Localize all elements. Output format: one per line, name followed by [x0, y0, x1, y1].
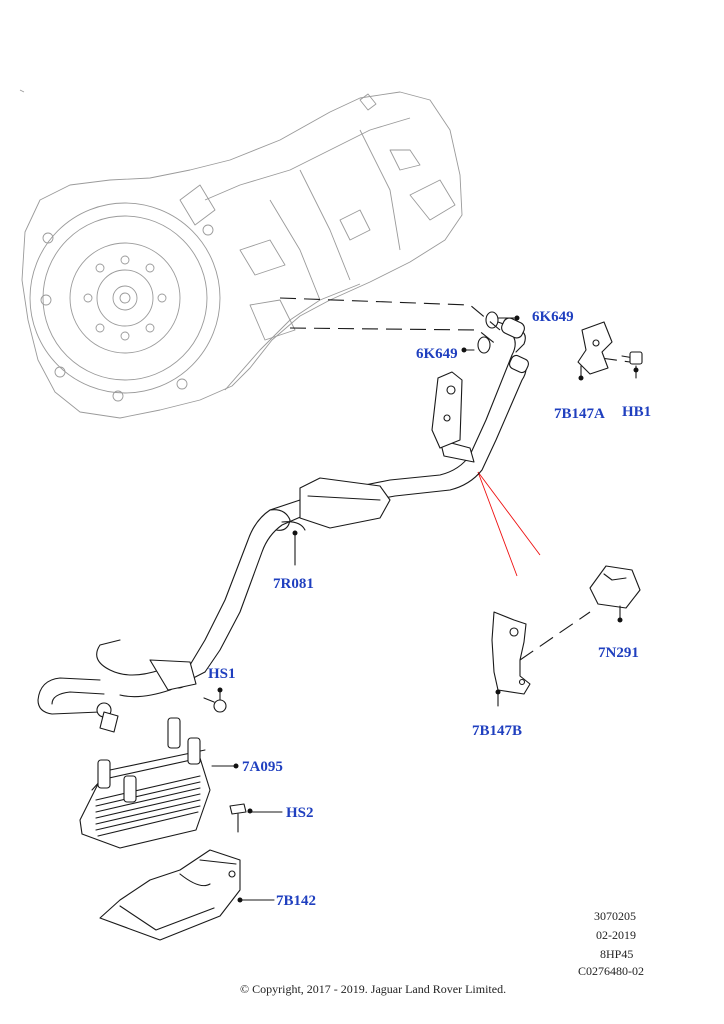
callout-hs2[interactable]: HS2	[286, 805, 314, 821]
ref-line-3: 8HP45	[600, 947, 633, 961]
callout-7r081[interactable]: 7R081	[273, 576, 314, 592]
callout-7b147a[interactable]: 7B147A	[554, 406, 605, 422]
callout-6k649-upper[interactable]: 6K649	[532, 309, 574, 325]
cooler-pipe-assembly-7r081	[189, 317, 530, 673]
red-leader-lines	[477, 471, 541, 577]
bracket-7b147b	[491, 611, 531, 707]
bolt-hs1	[203, 687, 227, 713]
bracket-7b147a	[577, 321, 613, 381]
ref-line-2: 02-2019	[596, 928, 636, 942]
o-ring-6k649-lower	[461, 336, 491, 354]
copyright-notice: © Copyright, 2017 - 2019. Jaguar Land Ro…	[240, 982, 506, 996]
heat-shield-7b142	[99, 849, 275, 941]
transmission-ghost	[19, 89, 463, 419]
o-ring-6k649-upper	[485, 311, 520, 329]
callout-7n291[interactable]: 7N291	[598, 645, 639, 661]
ref-line-4: C0276480-02	[578, 964, 644, 978]
callout-7b142[interactable]: 7B142	[276, 893, 316, 909]
cooler-hoses	[37, 639, 206, 733]
oil-cooler-7a095	[79, 717, 239, 849]
clip-7n291	[589, 565, 641, 623]
callout-labels: 6K649 6K649 7B147A HB1 7R081 7N291 HS1 7…	[208, 309, 651, 909]
assembly-dashed-lines	[279, 297, 631, 661]
callout-7b147b[interactable]: 7B147B	[472, 723, 522, 739]
bolt-hs2	[229, 803, 283, 833]
ref-line-1: 3070205	[594, 909, 636, 923]
callout-6k649-lower[interactable]: 6K649	[416, 346, 458, 362]
bolt-hb1	[621, 351, 643, 379]
reference-block: 3070205 02-2019 8HP45 C0276480-02	[578, 909, 644, 978]
callout-7a095[interactable]: 7A095	[242, 759, 283, 775]
callout-hb1[interactable]: HB1	[622, 404, 651, 420]
callout-hs1[interactable]: HS1	[208, 666, 236, 682]
